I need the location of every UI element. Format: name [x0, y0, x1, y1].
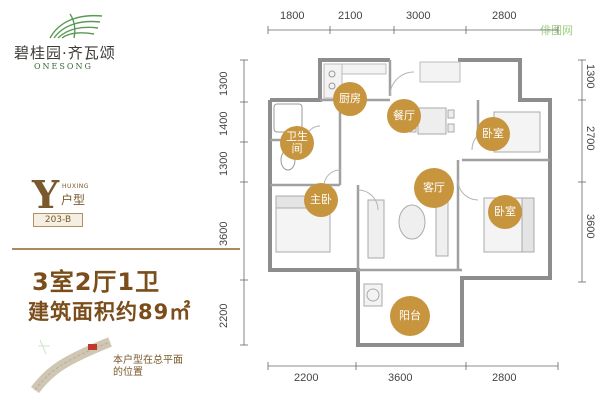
room-bathroom: 卫生间: [280, 126, 314, 160]
dim-right-1: 1300: [584, 64, 596, 89]
unit-type-label: 户型: [61, 193, 86, 207]
dim-top-2: 2100: [338, 10, 363, 22]
divider-line: [12, 248, 240, 250]
palm-logo-icon: [49, 13, 103, 39]
brand-name: 碧桂园·齐瓦颂: [14, 44, 116, 62]
room-master-bedroom: 主卧: [304, 183, 338, 217]
site-location-map: [31, 337, 112, 394]
room-dining: 餐厅: [387, 99, 421, 133]
dim-left-4: 3600: [218, 221, 230, 246]
site-location-note: 本户型在总平面的位置: [113, 355, 183, 378]
dim-bottom-1: 2200: [294, 372, 319, 384]
dim-top-1: 1800: [280, 10, 305, 22]
dim-bottom-3: 2800: [492, 372, 517, 384]
room-bedroom-1: 卧室: [476, 117, 510, 151]
room-bedroom-2: 卧室: [488, 195, 522, 229]
layout-summary: 3室2厅1卫: [32, 268, 161, 296]
brand-name-en: ONESONG: [34, 62, 93, 71]
dim-right-3: 3600: [584, 214, 596, 239]
room-bathroom-label: 卫生间: [286, 130, 308, 155]
unit-letter: Y: [32, 172, 60, 217]
dim-right-2: 2700: [584, 126, 596, 151]
room-living: 客厅: [414, 168, 454, 208]
dim-top-3: 3000: [406, 10, 431, 22]
unit-huxing: HUXING: [62, 183, 89, 190]
dim-bottom-2: 3600: [388, 372, 413, 384]
dim-left-5: 2200: [218, 303, 230, 328]
room-balcony: 阳台: [390, 296, 430, 336]
dim-top-4: 2800: [492, 10, 517, 22]
dim-left-2: 1400: [218, 111, 230, 136]
room-kitchen: 厨房: [333, 82, 367, 116]
unit-code-badge: 203-B: [33, 213, 83, 227]
watermark-text: 俳图网: [540, 24, 573, 37]
floor-plan-drawing: [240, 26, 586, 370]
floor-plan: 1800 2100 3000 2800 2200 3600 2800 1300 …: [218, 0, 600, 400]
area-summary: 建筑面积约89㎡: [28, 300, 192, 324]
dim-left-1: 1300: [218, 71, 230, 96]
dim-left-3: 1300: [218, 151, 230, 176]
